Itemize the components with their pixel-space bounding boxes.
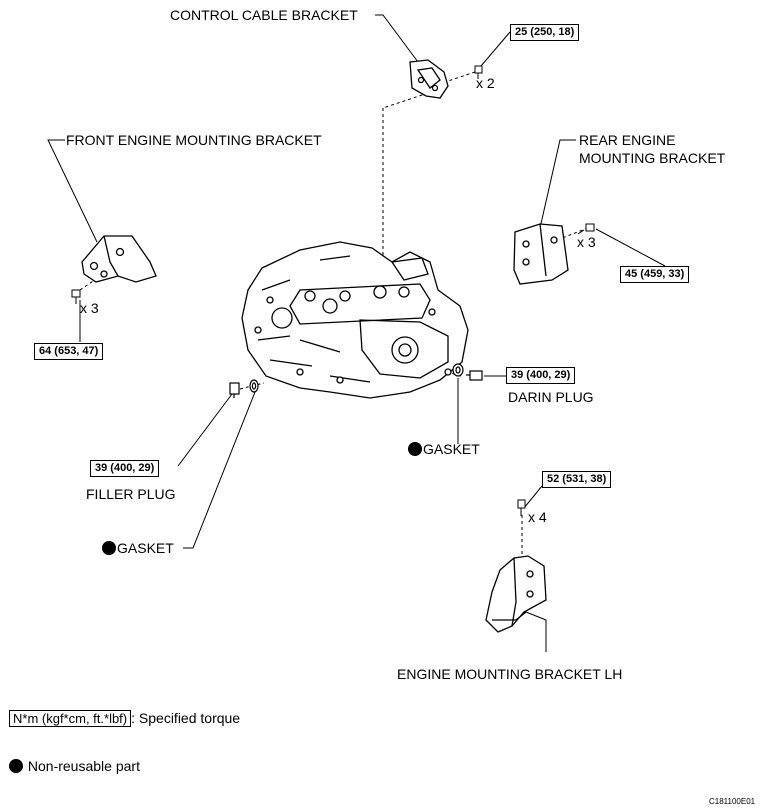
torque-control-cable: 25 (250, 18) xyxy=(510,24,580,41)
legend-torque-unit: N*m (kgf*cm, ft.*lbf) xyxy=(9,710,132,727)
torque-filler-plug: 39 (400, 29) xyxy=(90,460,160,477)
legend-torque: N*m (kgf*cm, ft.*lbf): Specified torque xyxy=(9,710,241,727)
gasket-right-text: GASKET xyxy=(423,441,480,457)
rear-mount-part xyxy=(513,223,569,285)
filler-plug-part xyxy=(229,379,259,398)
label-gasket-left: GASKET xyxy=(102,540,174,557)
label-gasket-right: GASKET xyxy=(408,441,480,458)
leader-lh-torque xyxy=(523,485,543,509)
label-rear-engine-line2: MOUNTING BRACKET xyxy=(579,150,726,166)
control-cable-bracket-part xyxy=(409,59,449,99)
figure-code: C181100E01 xyxy=(709,797,756,806)
torque-drain-plug: 39 (400, 29) xyxy=(506,367,576,384)
label-drain-plug: DARIN PLUG xyxy=(508,389,594,405)
bolt-front xyxy=(71,289,81,304)
torque-rear-mount: 45 (459, 33) xyxy=(620,266,690,283)
torque-front-mount: 64 (653, 47) xyxy=(34,343,104,360)
bolt-cc xyxy=(474,65,483,79)
qty-rear-mount: x 3 xyxy=(577,234,596,250)
label-rear-engine-line1: REAR ENGINE xyxy=(579,132,676,148)
leader-rear-torque xyxy=(595,228,666,267)
leader-gasket-left xyxy=(183,391,256,549)
drain-plug-part xyxy=(452,363,483,381)
label-filler-plug: FILLER PLUG xyxy=(86,486,176,502)
lh-mount-part xyxy=(485,555,547,633)
non-reusable-dot-icon xyxy=(408,442,422,456)
qty-lh-mount: x 4 xyxy=(528,509,547,525)
legend-torque-desc: : Specified torque xyxy=(131,710,241,726)
label-engine-mounting-bracket-lh: ENGINE MOUNTING BRACKET LH xyxy=(397,666,623,682)
bolt-lh xyxy=(517,499,526,516)
front-mount-part xyxy=(81,235,157,283)
transaxle-assembly xyxy=(241,241,469,399)
leader-filler-torque xyxy=(177,393,233,467)
label-front-engine-mounting-bracket: FRONT ENGINE MOUNTING BRACKET xyxy=(66,132,322,148)
leader-rear-mount xyxy=(539,139,576,229)
leader-control-cable xyxy=(375,14,419,63)
legend-non-reusable: Non-reusable part xyxy=(9,758,140,774)
gasket-left-text: GASKET xyxy=(117,540,174,556)
label-control-cable-bracket: CONTROL CABLE BRACKET xyxy=(170,7,358,23)
leader-lh-bracket xyxy=(525,611,547,652)
leader-cc-torque xyxy=(480,31,511,67)
legend-non-reusable-text: Non-reusable part xyxy=(27,758,140,774)
qty-front-mount: x 3 xyxy=(80,300,99,316)
non-reusable-dot-icon xyxy=(102,541,116,555)
qty-control-cable: x 2 xyxy=(476,75,495,91)
torque-lh-mount: 52 (531, 38) xyxy=(542,471,612,488)
bolt-rear xyxy=(577,223,595,235)
non-reusable-dot-icon xyxy=(9,759,23,773)
leader-front-mount xyxy=(47,139,98,243)
